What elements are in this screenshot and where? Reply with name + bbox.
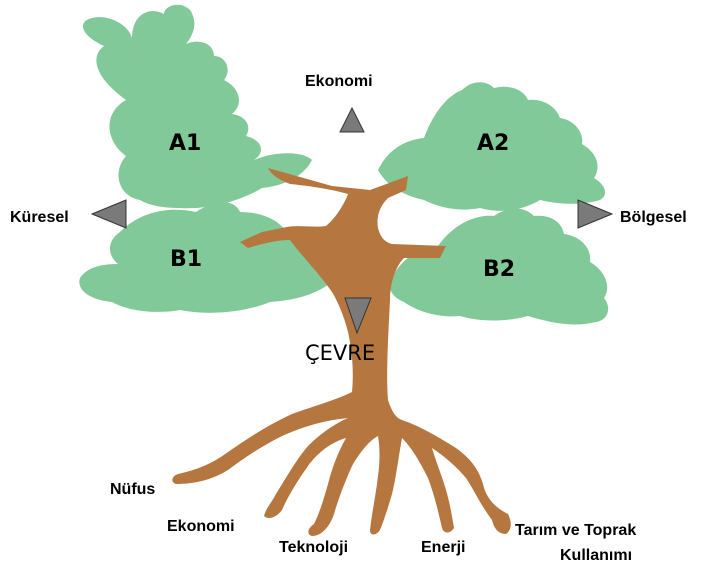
root-label-teknoloji: Teknoloji — [279, 539, 348, 556]
root-label-enerji: Enerji — [421, 539, 465, 556]
root-label-tarim-line1: Tarım ve Toprak — [515, 522, 636, 539]
root-label-nufus: Nüfus — [110, 481, 155, 498]
quadrant-b2-label: B2 — [483, 257, 515, 282]
triangle-left-icon — [92, 200, 126, 228]
root-label-ekonomi: Ekonomi — [167, 518, 235, 535]
quadrant-a2-label: A2 — [477, 131, 509, 156]
root-label-tarim-line2: Kullanımı — [560, 547, 632, 564]
axis-right-label: Bölgesel — [620, 209, 687, 226]
axis-left-label: Küresel — [10, 209, 69, 226]
center-label: ÇEVRE — [305, 341, 375, 365]
axis-top-label: Ekonomi — [305, 73, 373, 90]
quadrant-a1-label: A1 — [169, 131, 201, 156]
quadrant-b1-label: B1 — [170, 247, 202, 272]
triangle-right-icon — [578, 200, 612, 228]
triangle-up-icon — [340, 108, 364, 132]
